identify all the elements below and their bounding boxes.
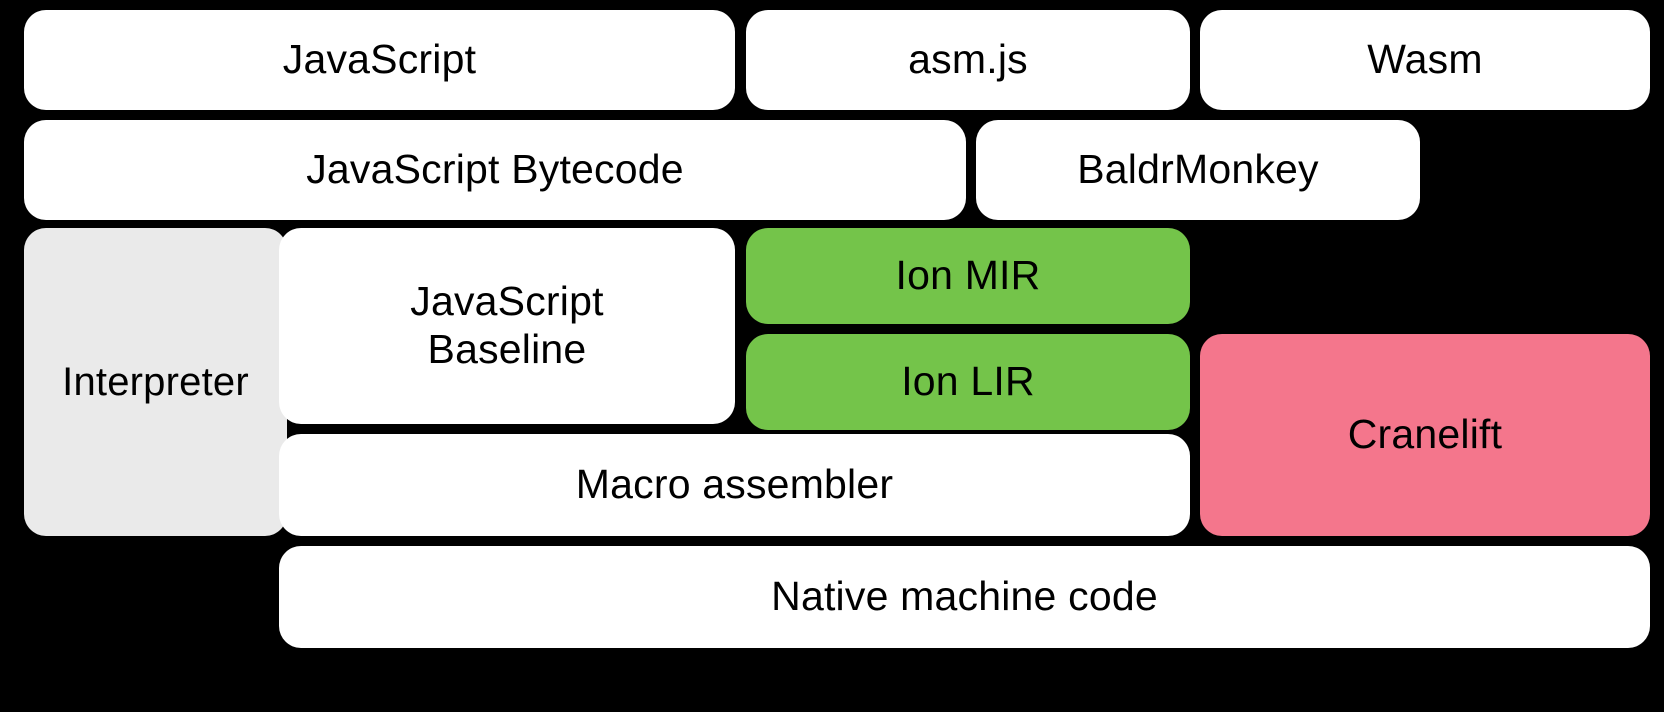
box-baldrmonkey: BaldrMonkey <box>976 120 1420 220</box>
box-ion-lir: Ion LIR <box>746 334 1190 430</box>
box-ion-mir: Ion MIR <box>746 228 1190 324</box>
box-javascript-bytecode: JavaScript Bytecode <box>24 120 966 220</box>
box-asmjs: asm.js <box>746 10 1190 110</box>
box-cranelift: Cranelift <box>1200 334 1650 536</box>
box-wasm: Wasm <box>1200 10 1650 110</box>
box-javascript: JavaScript <box>24 10 735 110</box>
box-javascript-baseline: JavaScript Baseline <box>279 228 735 424</box>
box-macro-assembler: Macro assembler <box>279 434 1190 536</box>
box-interpreter: Interpreter <box>24 228 287 536</box>
box-native-machine-code: Native machine code <box>279 546 1650 648</box>
